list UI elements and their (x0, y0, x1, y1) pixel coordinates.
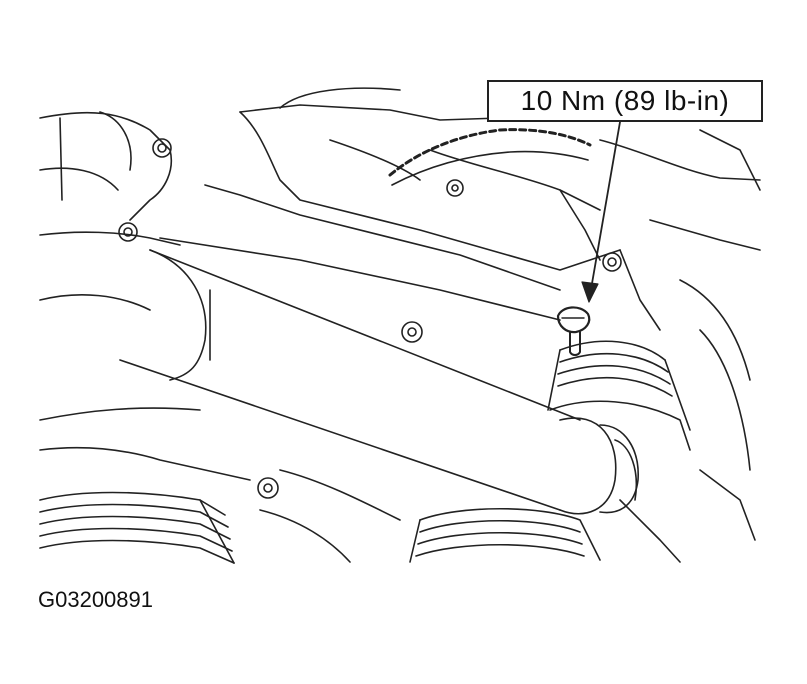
bolt-center-upper (446, 179, 464, 197)
bolt-lower-left (257, 477, 279, 499)
callout-leader (581, 121, 621, 303)
bolt-center (401, 321, 423, 343)
bolt-right-upper (602, 252, 622, 272)
torque-bolt (556, 306, 591, 356)
torque-label: 10 Nm (89 lb-in) (520, 85, 730, 116)
bolt-left (118, 222, 138, 242)
bolt-upper-left (152, 138, 172, 158)
figure-id: G03200891 (38, 587, 153, 612)
lower-left-pulley (39, 491, 235, 564)
torque-callout-box: 10 Nm (89 lb-in) (487, 80, 763, 122)
diagonal-tube (39, 249, 581, 511)
upper-left-housing (39, 111, 181, 246)
tube-end-cap (559, 417, 639, 515)
lower-structure (39, 446, 756, 563)
hose-bellows (547, 340, 691, 451)
lower-center-pulley (409, 508, 601, 563)
timing-chain (279, 87, 592, 186)
